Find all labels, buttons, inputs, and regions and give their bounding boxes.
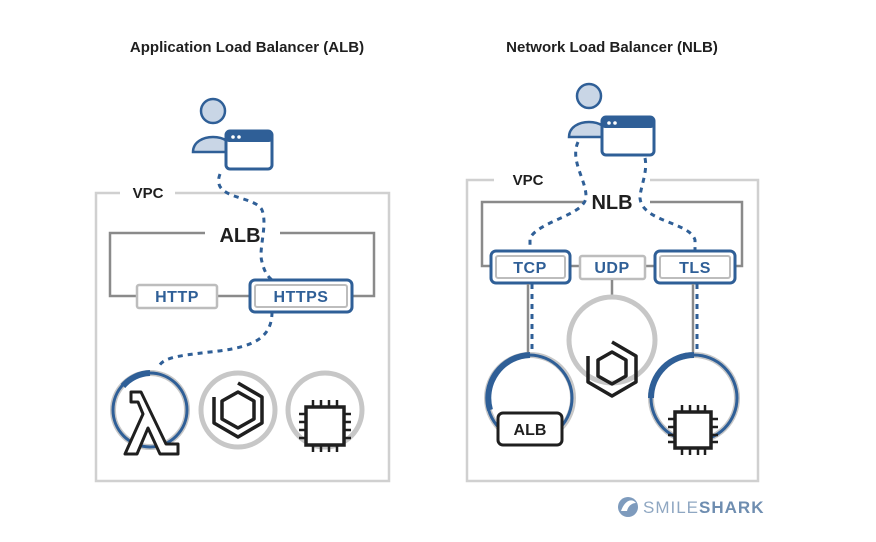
nlb-traffic-path-tcp xyxy=(528,141,588,250)
alb-listener-https: HTTPS xyxy=(248,278,354,314)
alb-vpc-label: VPC xyxy=(133,185,164,202)
alb-vpc-box: VPC xyxy=(94,185,391,483)
alb-panel-title: Application Load Balancer (ALB) xyxy=(130,39,364,56)
ecs-icon xyxy=(198,370,278,450)
nlb-vpc-label: VPC xyxy=(513,172,544,189)
brand-light-text: SMILE xyxy=(643,498,699,517)
nlb-listener-tcp-label: TCP xyxy=(513,260,547,277)
user-browser-icon xyxy=(567,82,656,157)
nlb-balancer-label: NLB xyxy=(591,192,632,214)
alb-balancer-label: ALB xyxy=(219,225,260,247)
nlb-panel-title: Network Load Balancer (NLB) xyxy=(506,39,718,56)
alb-traffic-path xyxy=(156,173,274,369)
ec2-chip-icon xyxy=(648,352,740,455)
nlb-traffic-path-tls xyxy=(638,157,697,250)
alb-target-label: ALB xyxy=(514,422,547,439)
alb-balancer-box: ALB xyxy=(108,225,376,298)
user-browser-icon xyxy=(191,97,274,171)
ecs-icon xyxy=(566,294,658,398)
nlb-listener-tcp: TCP xyxy=(489,249,572,285)
nlb-listener-tls: TLS xyxy=(653,249,737,285)
brand-text: SMILESHARK xyxy=(643,498,764,517)
nlb-vpc-box: VPC xyxy=(465,172,760,483)
brand-bold-text: SHARK xyxy=(699,498,764,517)
alb-target: ALB xyxy=(484,352,576,447)
ec2-chip-icon xyxy=(285,370,365,452)
nlb-listener-udp-label: UDP xyxy=(594,260,629,277)
nlb-listener-udp: UDP xyxy=(578,254,647,281)
nlb-balancer-box: NLB xyxy=(480,192,744,268)
alb-panel: Application Load Balancer (ALB) VPC ALB … xyxy=(94,39,391,483)
alb-listener-https-label: HTTPS xyxy=(274,289,329,306)
nlb-listener-tls-label: TLS xyxy=(679,260,711,277)
alb-listener-http-label: HTTP xyxy=(155,289,199,306)
alb-listener-http: HTTP xyxy=(135,283,219,310)
lambda-icon xyxy=(110,370,190,456)
nlb-panel: Network Load Balancer (NLB) VPC NLB xyxy=(465,39,760,483)
smileshark-logo: SMILESHARK xyxy=(618,497,764,517)
